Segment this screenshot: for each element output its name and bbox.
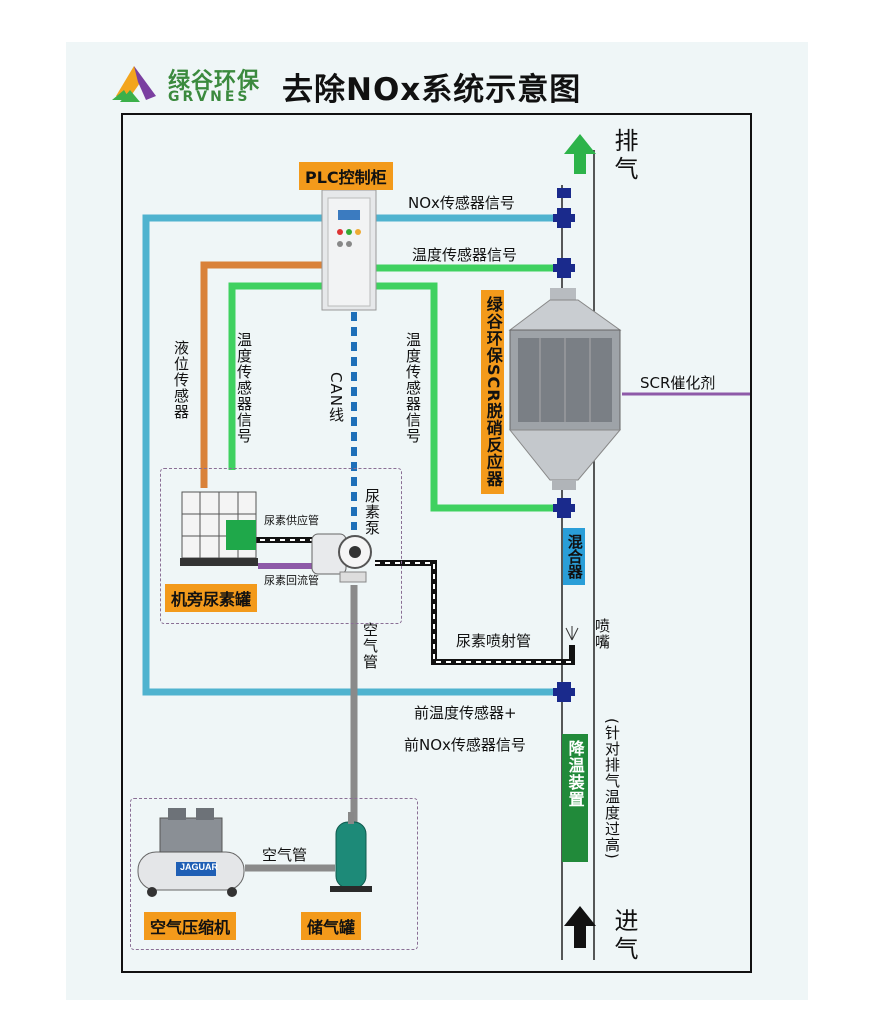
urea-injection-pipe xyxy=(375,560,575,665)
reactor-label: 绿谷环保SCR脱硝反应器 xyxy=(481,290,504,494)
air-pipe-horizontal-label: 空气管 xyxy=(262,846,308,864)
front-nox-label: 前NOx传感器信号 xyxy=(404,736,526,754)
exhaust-in-label: 进气 xyxy=(610,908,638,964)
level-sensor-line xyxy=(200,261,322,488)
urea-pump-label: 尿素泵 xyxy=(363,488,381,536)
urea-return-label: 尿素回流管 xyxy=(264,574,319,587)
compressor-brand: JAGUAR xyxy=(180,862,219,872)
urea-tank-label: 机旁尿素罐 xyxy=(165,584,258,612)
air-tank-label: 储气罐 xyxy=(301,912,362,940)
temp-signal-line-left xyxy=(228,282,322,470)
ibc-tank-icon xyxy=(180,491,258,566)
can-line-label: CAN线 xyxy=(327,372,345,423)
air-pipe-vertical-label: 空气管 xyxy=(361,622,379,670)
pump-icon xyxy=(311,533,372,583)
scr-catalyst-label: SCR催化剂 xyxy=(640,374,716,392)
nox-signal-label: NOx传感器信号 xyxy=(408,194,515,212)
brand-name-cn: 绿谷环保 xyxy=(168,69,261,94)
page-title: 去除NOx系统示意图 xyxy=(282,72,582,108)
mixer-label: 混合器 xyxy=(563,528,585,585)
injection-pipe-label: 尿素喷射管 xyxy=(456,632,532,650)
sensor-icon xyxy=(553,188,575,702)
cooling-device-label: 降温装置 xyxy=(562,734,588,862)
temp-signal-top-label: 温度传感器信号 xyxy=(412,246,518,264)
temp-signal-left-label: 温度传感器信号 xyxy=(235,332,253,444)
diagram-frame xyxy=(121,113,752,973)
logo-icon xyxy=(112,66,156,102)
exhaust-out-label: 排气 xyxy=(610,128,638,184)
cooling-note-label: (针对排气温度过高) xyxy=(603,718,621,860)
plc-label: PLC控制柜 xyxy=(299,162,393,190)
air-unit-box xyxy=(130,798,418,950)
level-sensor-label: 液位传感器 xyxy=(172,340,190,420)
air-tank-icon xyxy=(330,812,372,892)
nozzle-icon xyxy=(565,626,579,641)
up-arrow-green-icon xyxy=(564,134,596,174)
reactor-icon xyxy=(508,288,622,490)
plc-cabinet-icon xyxy=(321,189,377,311)
brand-name-en: GRVNES xyxy=(168,89,251,105)
compressor-icon xyxy=(137,808,245,897)
front-temp-label: 前温度传感器+ xyxy=(414,704,517,722)
up-arrow-black-icon xyxy=(564,906,596,948)
temp-signal-line-mid xyxy=(376,282,560,512)
urea-supply-label: 尿素供应管 xyxy=(264,514,319,527)
temp-signal-mid-label: 温度传感器信号 xyxy=(404,332,422,444)
nozzle-label: 喷嘴 xyxy=(593,618,611,650)
compressor-label: 空气压缩机 xyxy=(144,912,237,940)
urea-unit-box xyxy=(160,468,402,624)
